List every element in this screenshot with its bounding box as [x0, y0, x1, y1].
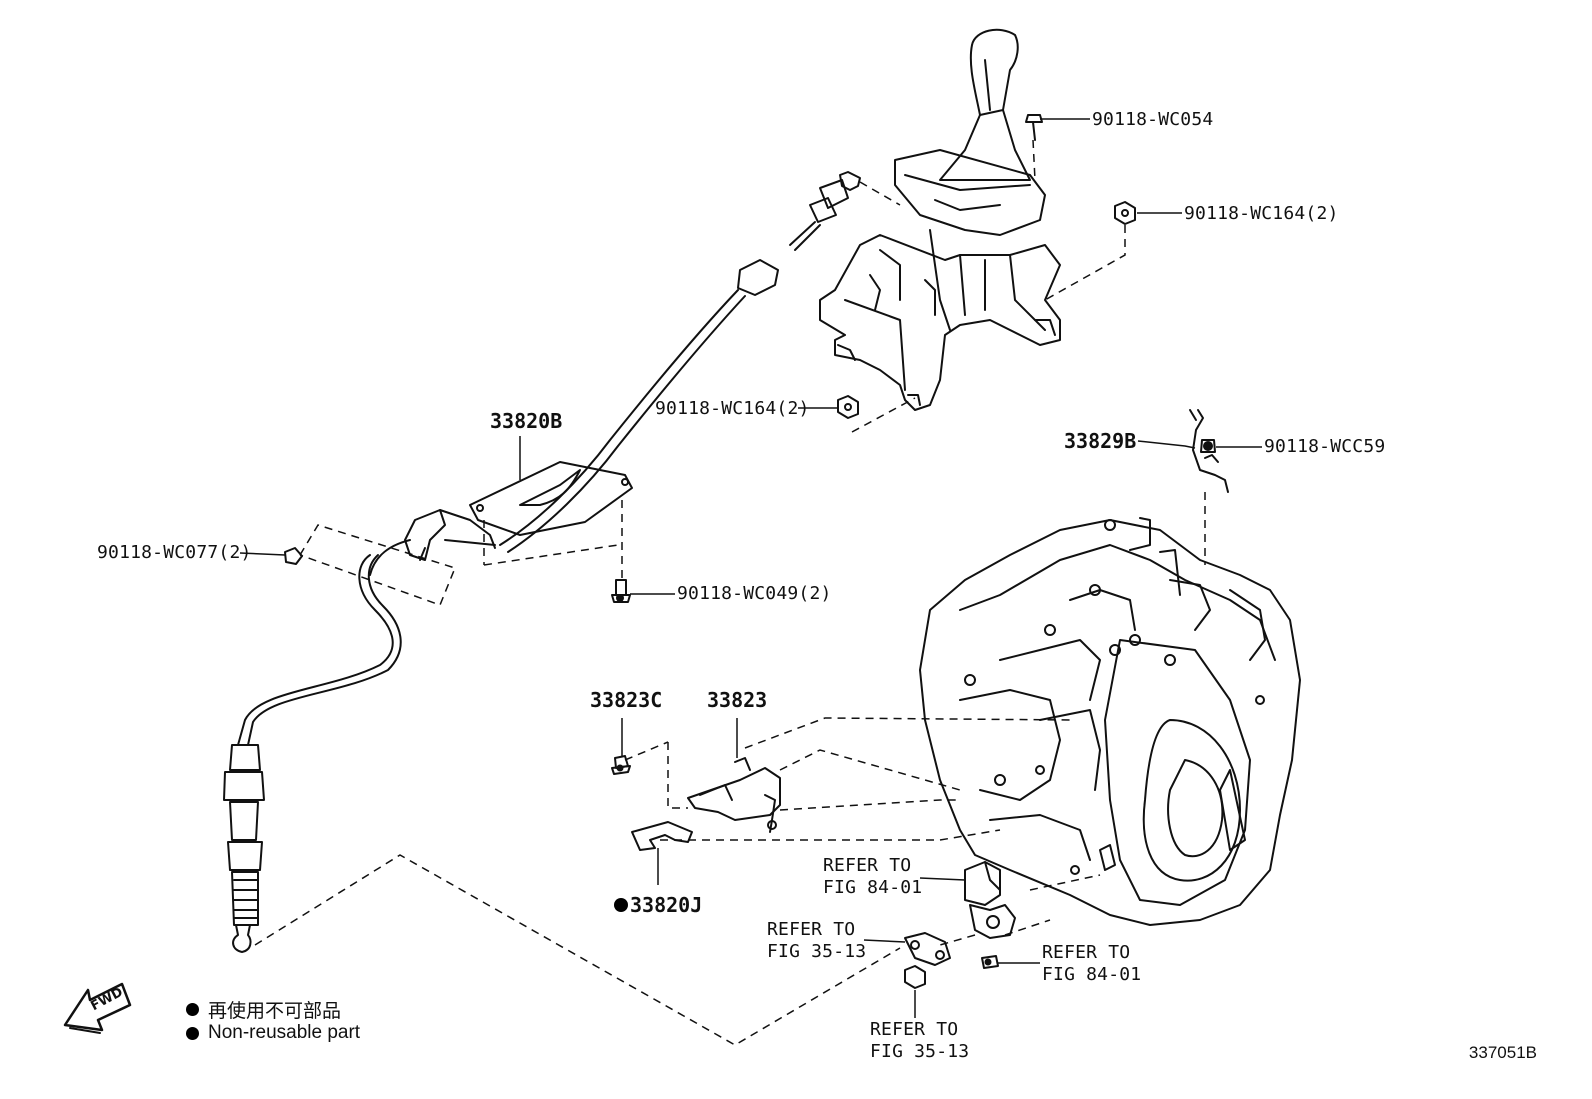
clip-90118-wc077: [284, 547, 303, 565]
lever-part-35-13: [904, 932, 951, 966]
bracket-33823: [687, 757, 781, 833]
nut-35-13: [904, 965, 926, 989]
refer-fig-84-01-bolt[interactable]: REFER TO FIG 84-01: [1042, 942, 1141, 986]
diagram-code: 337051B: [1468, 1043, 1537, 1062]
bolt-84-01: [981, 955, 999, 969]
assembly-dash-lines: [254, 139, 1206, 1046]
label-33820j: 33820J: [630, 893, 703, 917]
nut-90118-wc164-mid: [837, 395, 859, 419]
bolt-33823c: [611, 755, 631, 775]
shift-lever-assembly: [819, 28, 1061, 411]
legend-jp: 再使用不可部品: [186, 996, 341, 1023]
cable-plate-33820b: [444, 461, 633, 546]
label-90118-wc077[interactable]: 90118-WC077(2): [97, 542, 252, 563]
label-33823[interactable]: 33823: [707, 688, 768, 712]
label-90118-wc054[interactable]: 90118-WC054: [1092, 109, 1214, 130]
label-33829b[interactable]: 33829B: [1064, 429, 1137, 453]
nut-90118-wc164-top: [1114, 201, 1136, 225]
non-reusable-dot-icon: [614, 898, 628, 912]
refer-fig-84-01-switch[interactable]: REFER TO FIG 84-01: [823, 855, 922, 899]
label-33823c[interactable]: 33823C: [590, 688, 663, 712]
legend-en-text: Non-reusable part: [208, 1022, 361, 1043]
refer-line1: REFER TO: [870, 1019, 959, 1040]
label-90118-wc049[interactable]: 90118-WC049(2): [677, 583, 832, 604]
refer-fig-35-13-nut[interactable]: REFER TO FIG 35-13: [870, 1019, 969, 1063]
fwd-arrow-icon: [63, 982, 132, 1034]
refer-fig-35-13-lever[interactable]: REFER TO FIG 35-13: [767, 919, 866, 963]
clip-33820j: [631, 821, 693, 851]
legend-dot-icon: [186, 1003, 199, 1016]
refer-line2: FIG 35-13: [870, 1041, 970, 1062]
leader-lines: [239, 118, 1262, 1018]
refer-line2: FIG 84-01: [1042, 964, 1142, 985]
legend-dot-icon: [186, 1026, 199, 1040]
label-90118-wcc59[interactable]: 90118-WCC59: [1264, 436, 1386, 457]
park-neutral-switch: [964, 861, 1016, 939]
screw-90118-wc054: [1025, 114, 1043, 141]
shift-cable: [223, 171, 861, 953]
refer-line1: REFER TO: [767, 919, 856, 940]
label-90118-wc164-mid[interactable]: 90118-WC164(2): [655, 398, 810, 419]
fastener-heads: [616, 441, 1213, 966]
refer-line1: REFER TO: [1042, 942, 1131, 963]
bolt-90118-wcc59: [1200, 439, 1216, 453]
label-33820b[interactable]: 33820B: [490, 409, 563, 433]
refer-line2: FIG 84-01: [823, 877, 923, 898]
legend-jp-text: 再使用不可部品: [208, 1001, 342, 1022]
refer-line2: FIG 35-13: [767, 941, 867, 962]
label-90118-wc164-top[interactable]: 90118-WC164(2): [1184, 203, 1339, 224]
legend-en: Non-reusable part: [186, 1022, 360, 1044]
transaxle-assembly: [919, 517, 1301, 926]
wire-clip-33829b: [1189, 409, 1229, 493]
refer-line1: REFER TO: [823, 855, 912, 876]
bolt-90118-wc049: [611, 579, 631, 603]
label-33820j-nonreusable[interactable]: 33820J: [614, 895, 702, 915]
